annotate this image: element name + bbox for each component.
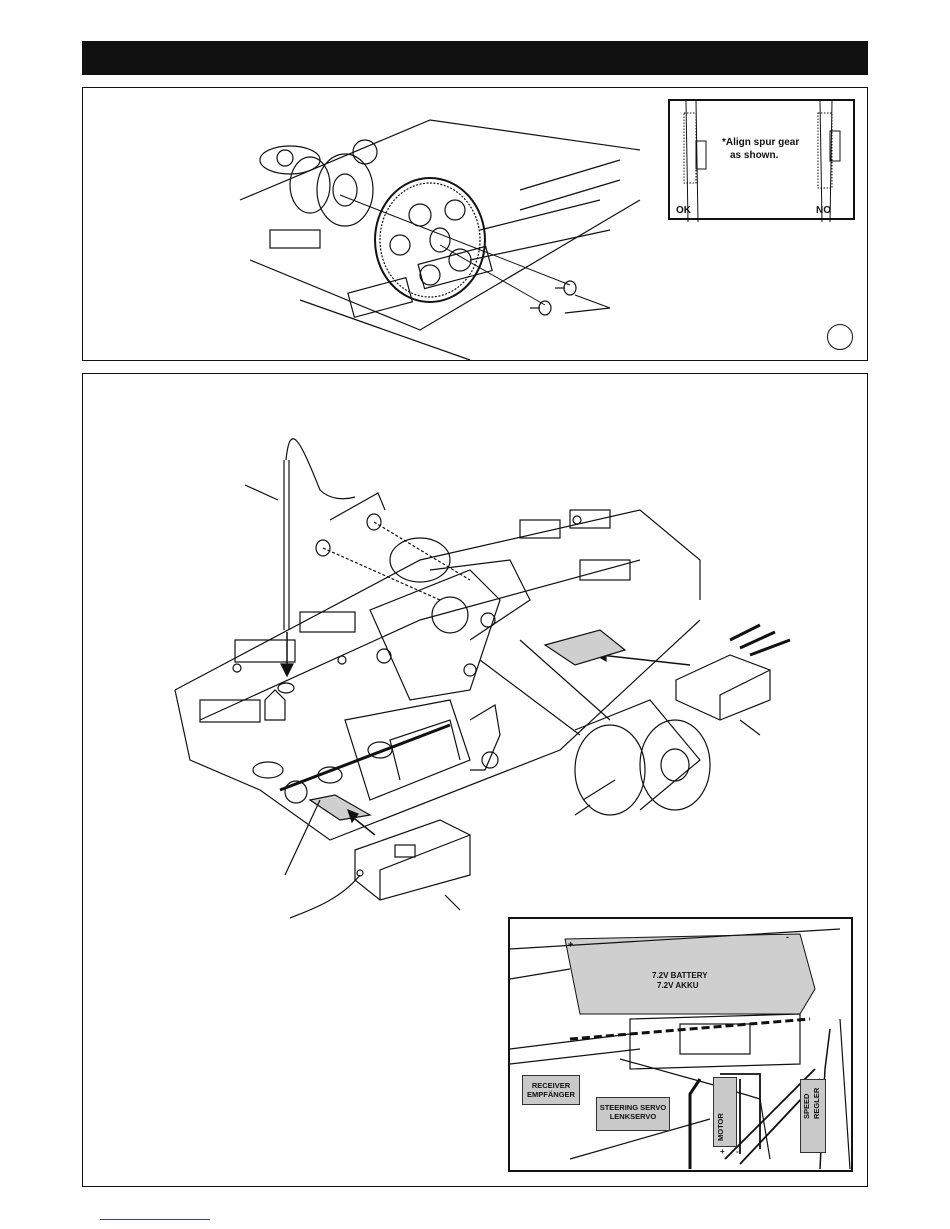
- motor-label: MOTOR: [716, 1113, 725, 1141]
- steering-servo-label-line2: LENKSERVO: [597, 1112, 669, 1121]
- speed-label-line2: REGLER: [812, 1088, 821, 1119]
- footer-link-underline[interactable]: [100, 1219, 210, 1220]
- motor-plus-sign: +: [720, 1147, 725, 1156]
- wiring-layout-inset: 7.2V BATTERY 7.2V AKKU + - RECEIVER EMPF…: [508, 917, 853, 1172]
- receiver-label-line1: RECEIVER: [523, 1081, 579, 1090]
- battery-label-line2: 7.2V AKKU: [657, 981, 699, 990]
- steering-servo-label-line1: STEERING SERVO: [597, 1103, 669, 1112]
- battery-minus-sign: -: [786, 932, 789, 942]
- steering-servo-label: STEERING SERVO LENKSERVO: [596, 1097, 670, 1131]
- receiver-label-line2: EMPFÄNGER: [523, 1090, 579, 1099]
- speed-label-line1: SPEED: [802, 1094, 811, 1119]
- receiver-label: RECEIVER EMPFÄNGER: [522, 1075, 580, 1105]
- motor-minus-sign: -: [736, 1147, 739, 1156]
- battery-plus-sign: +: [568, 939, 573, 949]
- battery-label-line1: 7.2V BATTERY: [652, 971, 708, 980]
